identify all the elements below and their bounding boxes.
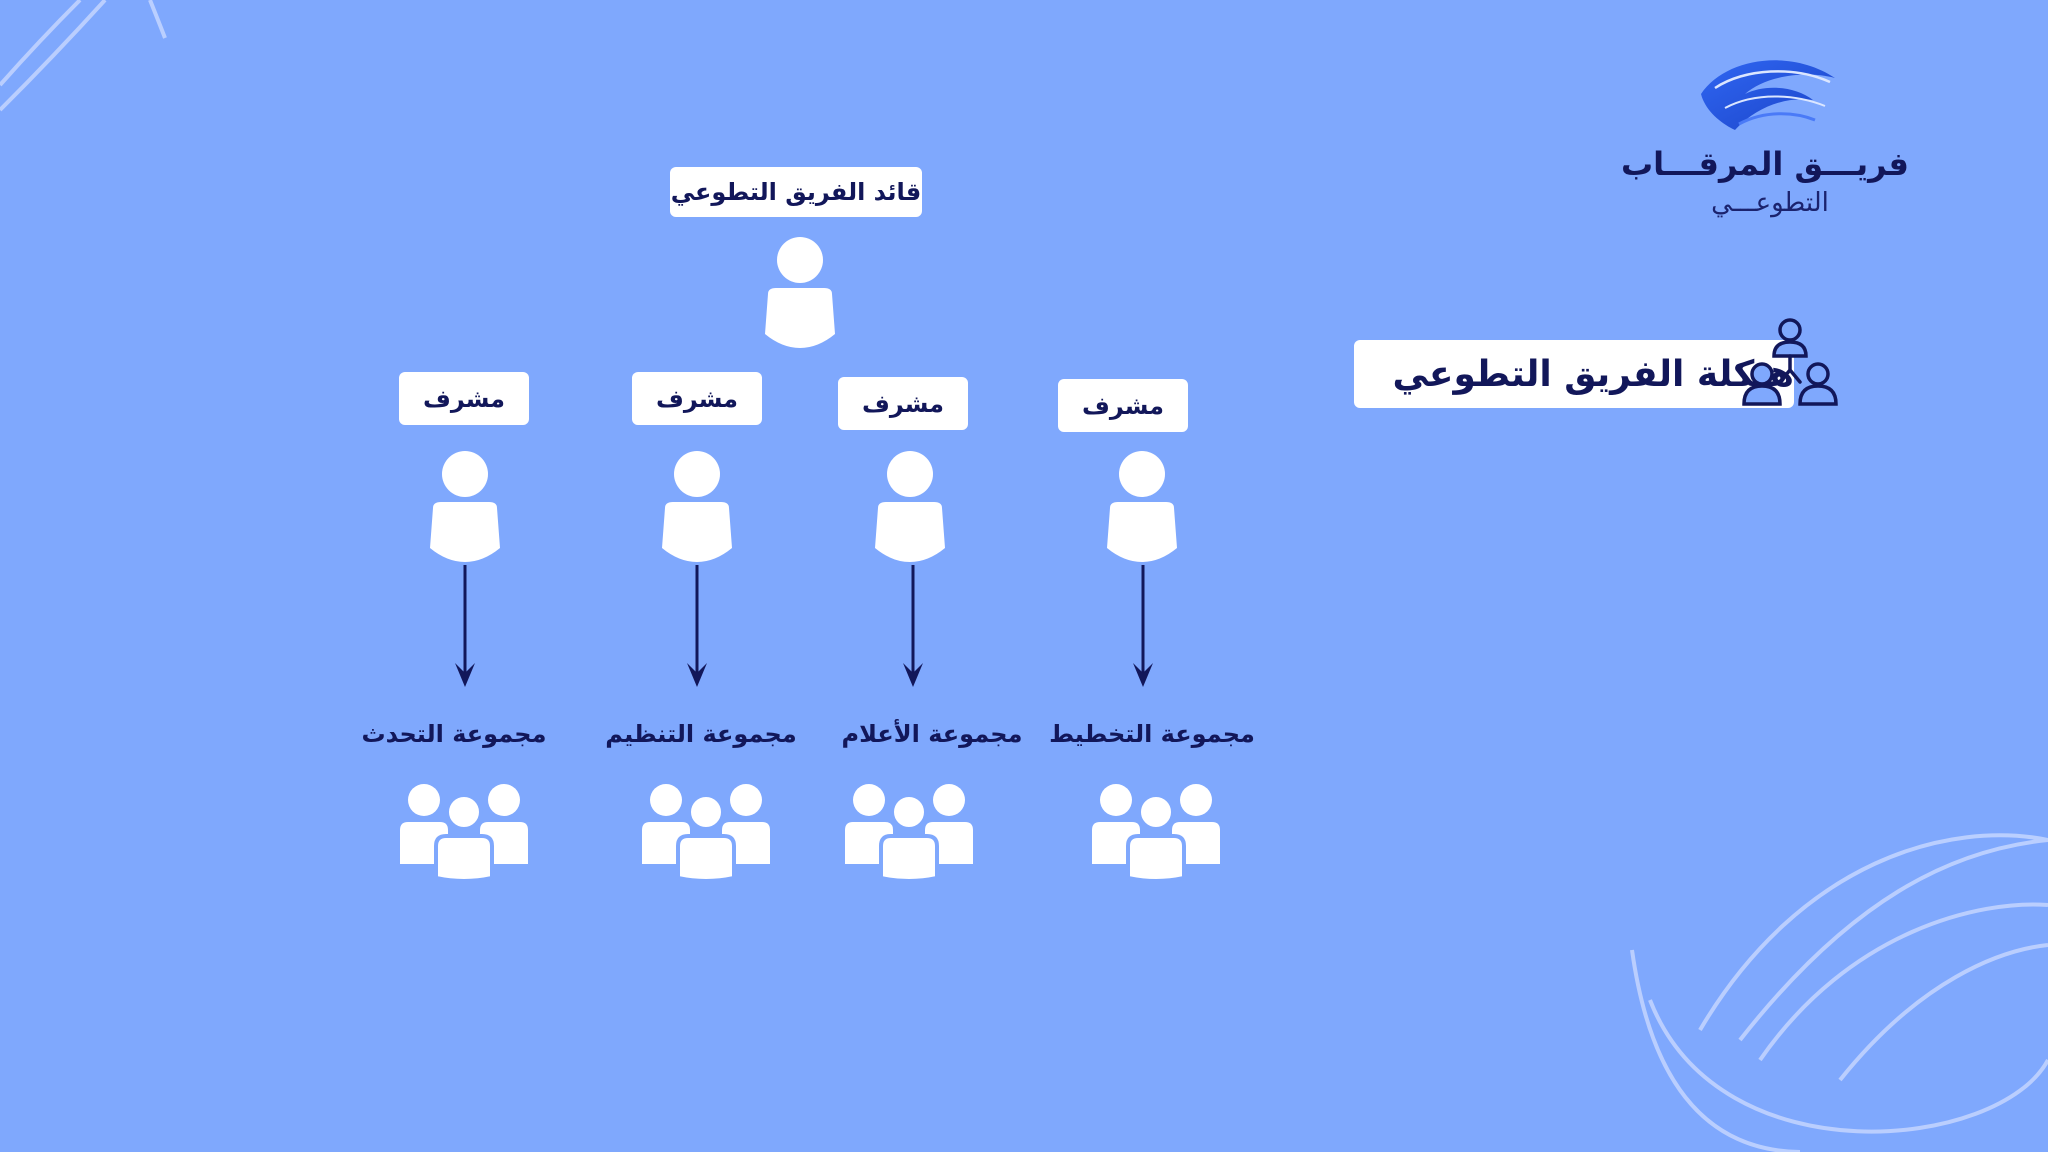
group-label-media: مجموعة الأعلام (841, 720, 1023, 748)
logo-title: فريـــق المرقـــاب (1621, 145, 1909, 183)
supervisor-label: مشرف (422, 384, 506, 413)
group-label-planning: مجموعة التخطيط (1049, 720, 1255, 748)
logo-subtitle: التطوعـــي (1711, 188, 1829, 218)
section-title: هيكلة الفريق التطوعي (1392, 353, 1794, 395)
group-icon (400, 784, 528, 882)
supervisor-label: مشرف (1081, 391, 1165, 420)
arrow-down-icon (455, 565, 475, 687)
group-icon (845, 784, 973, 882)
supervisor-person-icon (1107, 451, 1177, 562)
org-structure-icon (1742, 318, 1838, 406)
leader-label-box: قائد الفريق التطوعي (670, 167, 922, 217)
section-title-box: هيكلة الفريق التطوعي (1354, 340, 1794, 408)
arrow-down-icon (903, 565, 923, 687)
logo-hands-icon (1701, 60, 1835, 130)
supervisor-person-icon (430, 451, 500, 562)
group-label-organizing: مجموعة التنظيم (605, 720, 797, 748)
supervisor-box-organizing: مشرف (632, 372, 762, 425)
supervisor-box-planning: مشرف (1058, 379, 1188, 432)
supervisor-box-speaking: مشرف (399, 372, 529, 425)
arrow-down-icon (1133, 565, 1153, 687)
group-icon (1092, 784, 1220, 882)
supervisor-person-icon (662, 451, 732, 562)
supervisor-box-media: مشرف (838, 377, 968, 430)
supervisor-label: مشرف (655, 384, 739, 413)
group-label-speaking: مجموعة التحدث (361, 720, 547, 748)
supervisor-person-icon (875, 451, 945, 562)
supervisor-label: مشرف (861, 389, 945, 418)
leader-label: قائد الفريق التطوعي (670, 178, 922, 206)
leader-person-icon (765, 237, 835, 348)
group-icon (642, 784, 770, 882)
arrow-down-icon (687, 565, 707, 687)
